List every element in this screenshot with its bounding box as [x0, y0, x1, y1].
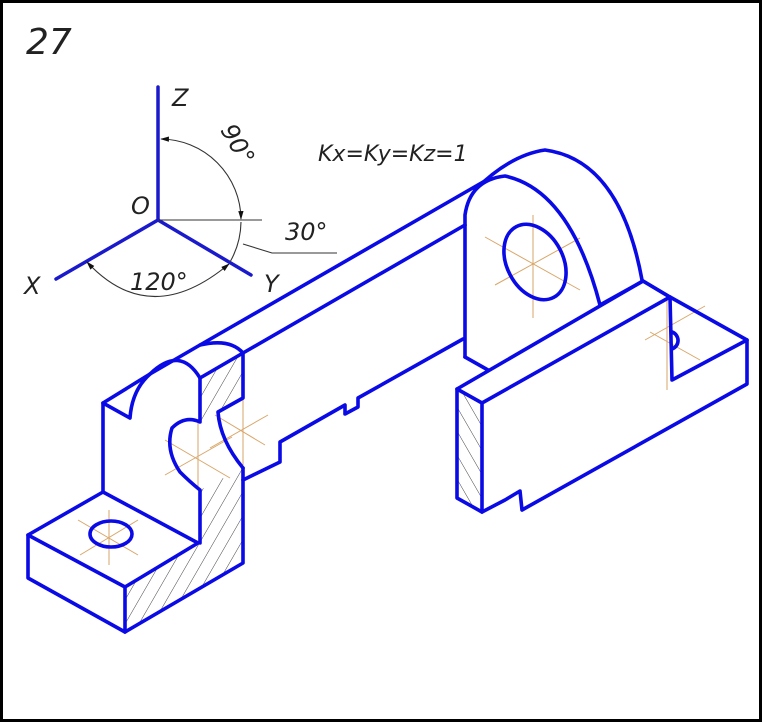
- figure-number: 27: [26, 22, 72, 63]
- right-block-half-hole: [670, 330, 680, 351]
- angle-label-30: 30°: [285, 218, 328, 246]
- beam-bottom-edge: [241, 337, 465, 482]
- beam-front-top-edge: [241, 223, 467, 355]
- base-block-front-face: [26, 533, 127, 634]
- origin-label: O: [131, 192, 150, 220]
- centerlines: [77, 215, 706, 565]
- y-axis: [156, 218, 253, 277]
- y-axis-label: Y: [264, 270, 281, 298]
- boss-hole: [502, 222, 568, 302]
- angle-leader-line: [242, 243, 337, 254]
- x-axis-label: X: [22, 272, 41, 300]
- boss-back-arc: [473, 148, 644, 282]
- part-isometric-view: [26, 148, 749, 634]
- angle-label-90: 90°: [215, 119, 261, 170]
- upright-right-cut: [216, 351, 245, 470]
- right-block-top-face: [455, 279, 672, 405]
- upright-left-edge: [101, 372, 152, 494]
- x-axis: [54, 218, 160, 281]
- right-block-recess: [668, 295, 749, 382]
- base-block-top-face: [26, 490, 200, 589]
- angle-arc-120: [86, 261, 230, 298]
- boss-base-edge: [463, 355, 490, 372]
- right-block-section-edge: [455, 387, 484, 514]
- section-hatch-left-lower: [125, 468, 243, 632]
- boss-front-face: [463, 174, 602, 359]
- section-hatch-right: [457, 389, 482, 512]
- isometric-axes: Z O X Y 90° 30° 120°: [22, 84, 337, 300]
- angle-arc-90: [160, 136, 244, 220]
- upright-front-cut: [168, 376, 202, 545]
- angle-label-120: 120°: [130, 268, 188, 296]
- z-axis-label: Z: [171, 84, 189, 112]
- section-hatch-left-upper: [200, 353, 243, 422]
- base-hole: [88, 519, 134, 549]
- upright-top-cut: [101, 358, 202, 405]
- base-block-section-edge: [123, 466, 245, 634]
- scale-coefficients-label: Kx=Ky=Kz=1: [318, 142, 468, 167]
- angle-arc-30: [229, 221, 242, 263]
- right-block-back-edge: [598, 279, 670, 307]
- beam-back-top-edge: [198, 176, 492, 347]
